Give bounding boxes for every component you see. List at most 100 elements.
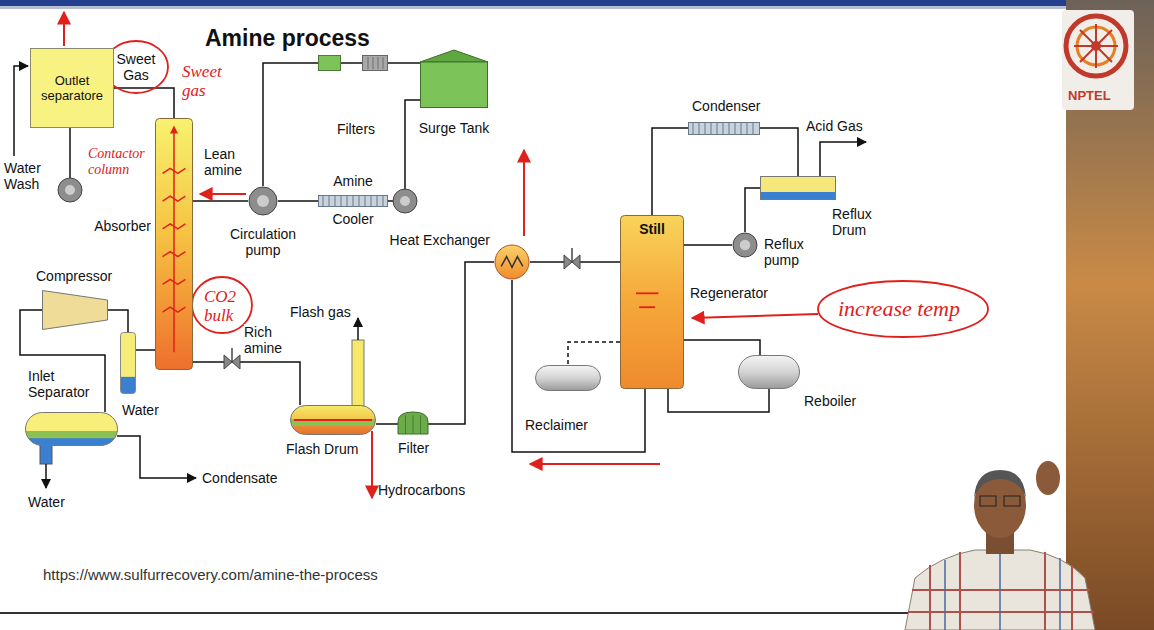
reflux-pump-shape [740, 240, 750, 250]
photo-strip [1066, 0, 1154, 630]
filter-pair-shape [363, 56, 388, 71]
amine-cooler: AmineCooler [318, 195, 388, 207]
amine-filter-shape [405, 415, 406, 434]
circulation-pump-outline [248, 186, 278, 216]
reflux-pump-outline [732, 232, 758, 258]
top-band [0, 0, 1154, 6]
equipment-label: Filter [398, 440, 429, 456]
flash-drum: Flash Drum [290, 405, 376, 435]
pipe-line [45, 464, 47, 488]
equipment-label: Reflux Drum [832, 206, 884, 238]
amine-cooler-shape [341, 196, 342, 206]
handwritten-note: CO2 bulk [204, 287, 244, 325]
condenser-shape [705, 123, 706, 134]
flash-drum-shape [294, 419, 372, 421]
reflux-drum-outline [760, 176, 836, 200]
inlet-separator: Inlet Separator [25, 412, 118, 446]
condenser-shape [753, 123, 754, 134]
equipment-label: Amine [323, 173, 383, 189]
red-annotation [523, 150, 525, 236]
equipment-name: Outlet separatore [30, 73, 114, 103]
outlet-separator: Outlet separatore [30, 48, 114, 128]
compressor: Compressor [42, 290, 108, 330]
handwritten-note: Contactor column [88, 146, 154, 178]
reboiler-outline [738, 355, 800, 389]
pipe-line [69, 128, 71, 178]
circulation-pump-shape [257, 195, 269, 207]
absorber-column-shape [170, 126, 178, 134]
pipe-connector [278, 200, 318, 202]
logo-text: NPTEL [1068, 88, 1111, 103]
pump-symbol [58, 178, 82, 202]
stream-label: Flash gas [290, 304, 351, 320]
stream-label: Acid Gas [806, 118, 863, 134]
heat-exchanger-shape [501, 257, 523, 268]
condenser-outline [688, 122, 760, 135]
separator-boot [40, 444, 52, 464]
red-annotation [692, 314, 818, 318]
pipe-line [820, 142, 866, 176]
absorber-column: Absorber [155, 118, 193, 370]
amine-cooler-shape [383, 196, 384, 206]
flash-drum-outline [290, 405, 376, 435]
pipe-line [117, 436, 196, 478]
equipment-label: Flash Drum [286, 441, 358, 457]
stream-label: Water Wash [4, 160, 50, 192]
reflux-pump-shape [733, 233, 757, 257]
red-annotation [530, 463, 660, 465]
stream-label: Rich amine [244, 324, 290, 356]
reflux-drum: Reflux Drum [760, 176, 836, 200]
scrubber-vessel-outline [120, 332, 136, 394]
condenser-shape [699, 123, 700, 134]
amine-filter-shape [413, 415, 414, 434]
condenser: Condenser [688, 122, 760, 135]
pipe-connector [745, 188, 760, 232]
outlet-separator-shape [31, 49, 114, 128]
regenerator-still-outline [620, 215, 684, 389]
pipe-line [14, 66, 28, 156]
pipe-connector [193, 362, 300, 405]
heat-exchanger: Heat Exchanger [494, 244, 530, 280]
amine-cooler-outline [318, 195, 388, 207]
amine-filter-shape [398, 412, 428, 434]
surge-tank-shape [421, 62, 488, 108]
equipment-label: Compressor [36, 268, 112, 284]
amine-cooler-shape [371, 196, 372, 206]
pipe-line [357, 318, 359, 340]
handwritten-note: Sweet gas [182, 62, 234, 100]
red-circle [192, 277, 252, 333]
logo-star [1074, 24, 1118, 68]
equipment-label: Absorber [79, 218, 151, 234]
slide-title: Amine process [205, 24, 370, 52]
valve-stem [571, 248, 573, 262]
filter-pair: Filters [318, 55, 388, 71]
equipment-label: Circulation pump [221, 226, 305, 258]
regenerator-still: StillRegenerator [620, 215, 684, 389]
amine-cooler-shape [377, 196, 378, 206]
shirt-plaid [945, 552, 1060, 630]
pipe-connector [263, 63, 318, 186]
pump-symbol [393, 189, 417, 213]
condenser-shape [735, 123, 736, 134]
pipe-connector [388, 62, 420, 64]
amine-filter-outline [398, 412, 428, 434]
reclaimer: Reclaimer [535, 365, 601, 391]
heat-exchanger-shape [495, 245, 529, 279]
amine-filter: Filter [398, 412, 428, 434]
condenser-shape [723, 123, 724, 134]
stream-label: Water [28, 494, 65, 510]
equipment-label: Condenser [692, 98, 761, 114]
amine-filter-shape [420, 415, 421, 434]
stream-label: Lean amine [204, 146, 248, 178]
inlet-separator-outline [25, 412, 118, 446]
pipe-connector [684, 244, 732, 246]
presenter-hair [974, 470, 1026, 498]
equipment-label: Cooler [323, 211, 383, 227]
amine-cooler-shape [319, 196, 388, 207]
stream-label: Condensate [202, 470, 278, 486]
amine-cooler-shape [359, 196, 360, 206]
filter-pair-shape [341, 62, 362, 64]
condenser-shape [711, 123, 712, 134]
